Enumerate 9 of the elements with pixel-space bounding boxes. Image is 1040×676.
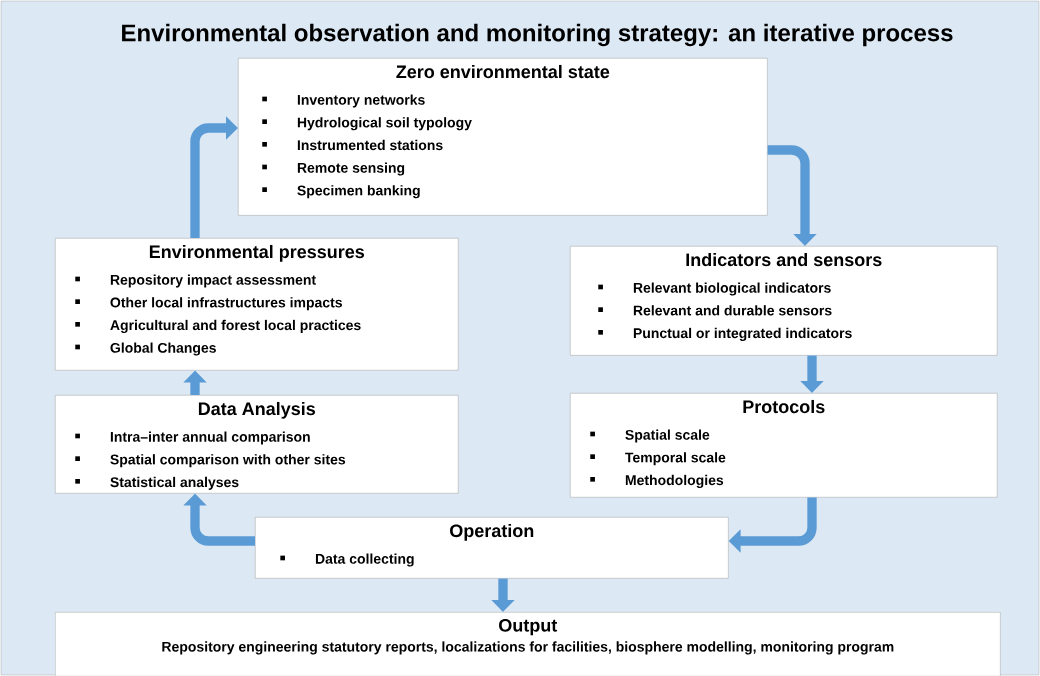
process-box: Protocols Spatial scale Temporal scale Methodologies bbox=[570, 393, 998, 498]
process-box: Output Repository engineering statutory reports, localizations for facilities, biosphere modelling, monitoring program bbox=[55, 612, 1001, 676]
arrow bbox=[190, 116, 238, 238]
title: Environmental observation and monitoring strategy: an iterative process bbox=[122, 23, 953, 47]
process-box: Indicators and sensors Relevant biological indicators Relevant and durable sensors Punctual or integrated indicators bbox=[570, 246, 998, 356]
process-box: Zero environmental state Inventory networks Hydrological soil typology Instrumented stations Remote sensing Specimen banking bbox=[238, 58, 768, 216]
process-box: Environmental pressures Repository impact assessment Other local infrastructures impacts Agricultural and forest local practices Global Changes bbox=[55, 238, 459, 371]
process-box: Data Analysis Intra–inter annual comparison Spatial comparison with other sites Statistical analyses bbox=[55, 395, 459, 494]
process-box: Operation Data collecting bbox=[255, 517, 729, 579]
